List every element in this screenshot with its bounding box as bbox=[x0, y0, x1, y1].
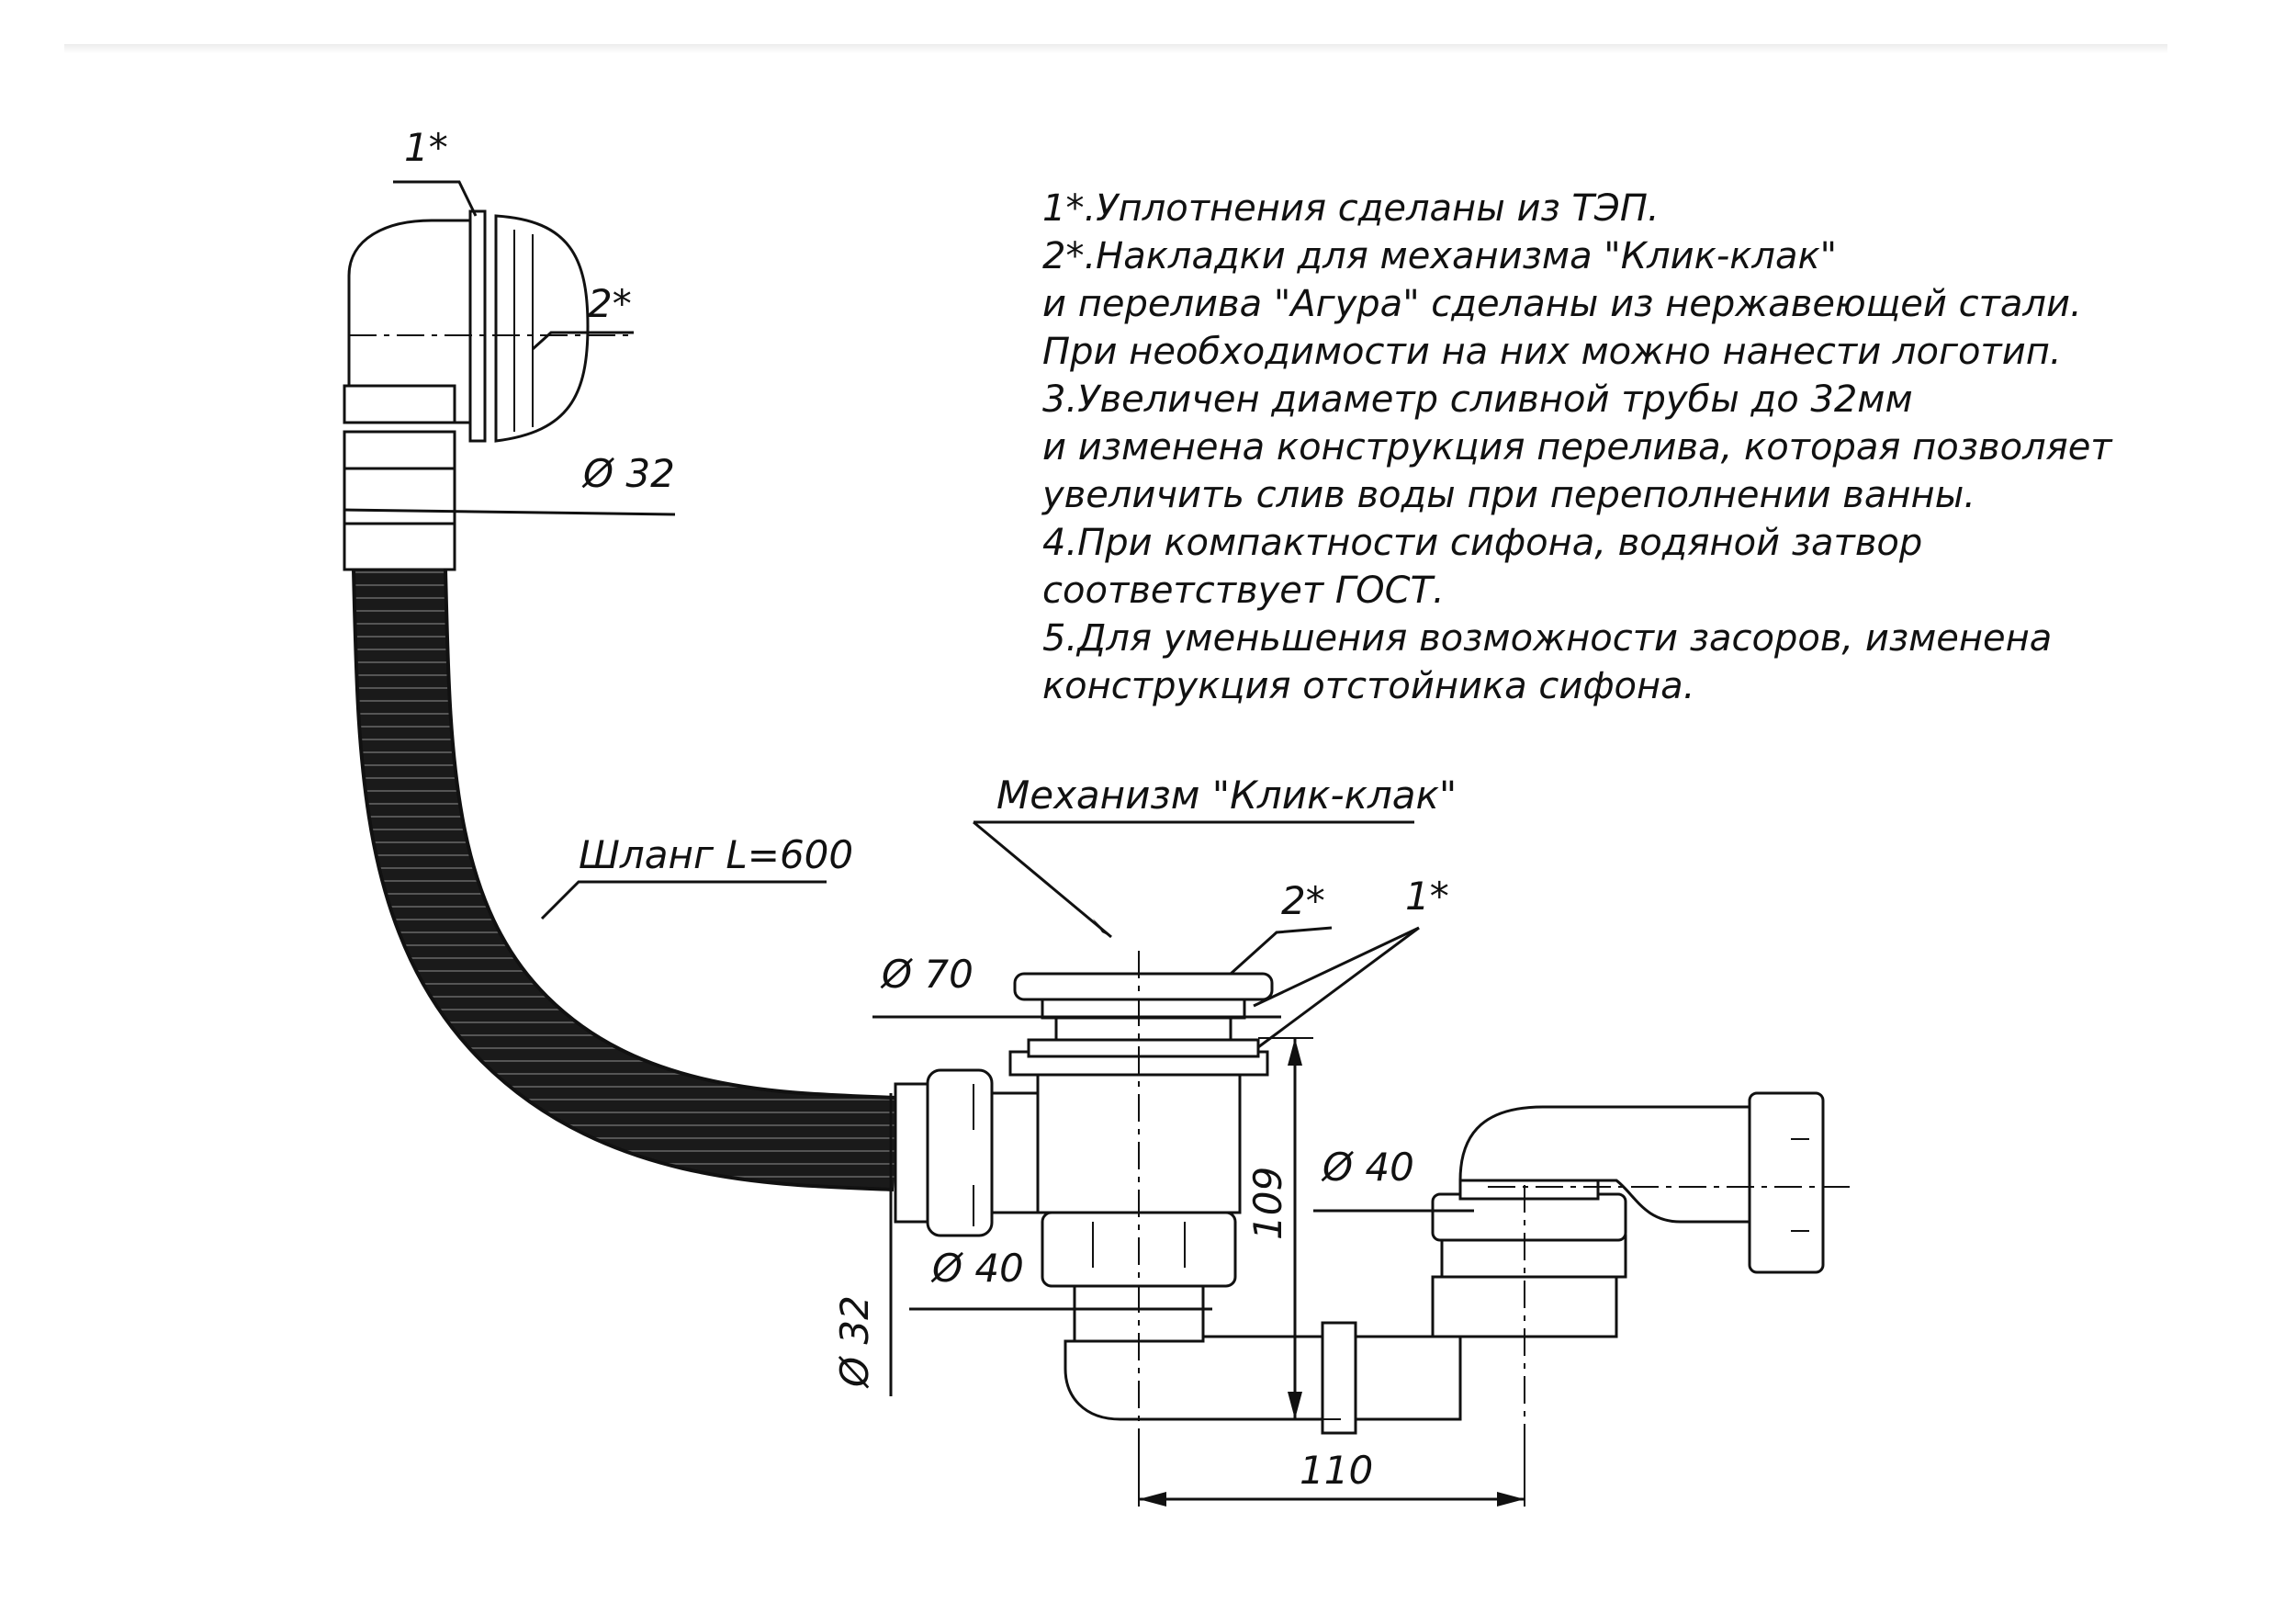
label-dia-32-hose: Ø 32 bbox=[832, 1295, 877, 1389]
click-clack-cap bbox=[1013, 972, 1274, 1001]
note-line-1: 1*.Уплотнения сделаны из ТЭП. bbox=[1042, 187, 1660, 230]
note-line-10: 5.Для уменьшения возможности засоров, из… bbox=[1042, 617, 2052, 660]
label-dia-40-outlet: Ø 40 bbox=[1321, 1145, 1414, 1190]
label-seal-overflow: 1* bbox=[404, 125, 448, 170]
label-dim-109: 109 bbox=[1245, 1167, 1290, 1240]
label-dim-110: 110 bbox=[1300, 1448, 1373, 1493]
notes-block: 1*.Уплотнения сделаны из ТЭП. 2*.Накладк… bbox=[1041, 187, 2113, 707]
label-seal-drain: 1* bbox=[1405, 874, 1449, 919]
outlet-elbow bbox=[1458, 1105, 1751, 1224]
note-line-2: 2*.Накладки для механизма "Клик-клак" bbox=[1042, 235, 1837, 277]
label-cover-overflow: 2* bbox=[588, 281, 632, 326]
note-line-4: При необходимости на них можно нанести л… bbox=[1042, 331, 2062, 373]
note-line-7: увеличить слив воды при переполнении ван… bbox=[1041, 474, 1975, 516]
hose-connector-nut bbox=[926, 1068, 994, 1237]
hose-connector-ring bbox=[894, 1082, 929, 1224]
overflow-callouts: 1* 2* Ø 32 bbox=[343, 125, 676, 516]
outlet-nut bbox=[1748, 1091, 1825, 1274]
overflow-neck bbox=[343, 384, 456, 424]
drain-seal-upper bbox=[1041, 998, 1246, 1020]
note-line-3: и перелива "Агура" сделаны из нержавеюще… bbox=[1042, 283, 2082, 325]
note-line-11: конструкция отстойника сифона. bbox=[1042, 665, 1694, 707]
overflow-coupling bbox=[343, 467, 456, 525]
overflow-seal bbox=[468, 209, 487, 443]
drain-callouts: Механизм "Клик-клак" 2* 1* Ø 70 Ø 40 Ø 4… bbox=[832, 773, 1525, 1507]
siphon-trap bbox=[1064, 1335, 1462, 1421]
hose-callout: Шланг L=600 bbox=[540, 832, 853, 920]
label-dia-overflow: Ø 32 bbox=[581, 451, 675, 496]
label-dia-40-siphon: Ø 40 bbox=[930, 1246, 1024, 1291]
note-line-9: соответствует ГОСТ. bbox=[1042, 570, 1445, 612]
drain-assembly bbox=[894, 951, 1855, 1435]
overflow-assembly bbox=[343, 209, 634, 571]
label-dia-70: Ø 70 bbox=[880, 952, 974, 997]
note-line-6: и изменена конструкция перелива, которая… bbox=[1042, 426, 2113, 468]
label-cover-drain: 2* bbox=[1281, 878, 1325, 923]
note-line-5: 3.Увеличен диаметр сливной трубы до 32мм bbox=[1042, 378, 1913, 421]
drain-seal-lower bbox=[1027, 1038, 1260, 1058]
side-inlet bbox=[990, 1091, 1040, 1214]
trap-joint bbox=[1321, 1321, 1357, 1435]
top-divider bbox=[64, 44, 2167, 53]
label-mechanism: Механизм "Клик-клак" bbox=[996, 773, 1457, 818]
note-line-8: 4.При компактности сифона, водяной затво… bbox=[1042, 522, 1922, 564]
label-hose: Шланг L=600 bbox=[579, 832, 853, 877]
overflow-cover bbox=[494, 214, 590, 443]
riser-nut bbox=[1440, 1234, 1627, 1279]
